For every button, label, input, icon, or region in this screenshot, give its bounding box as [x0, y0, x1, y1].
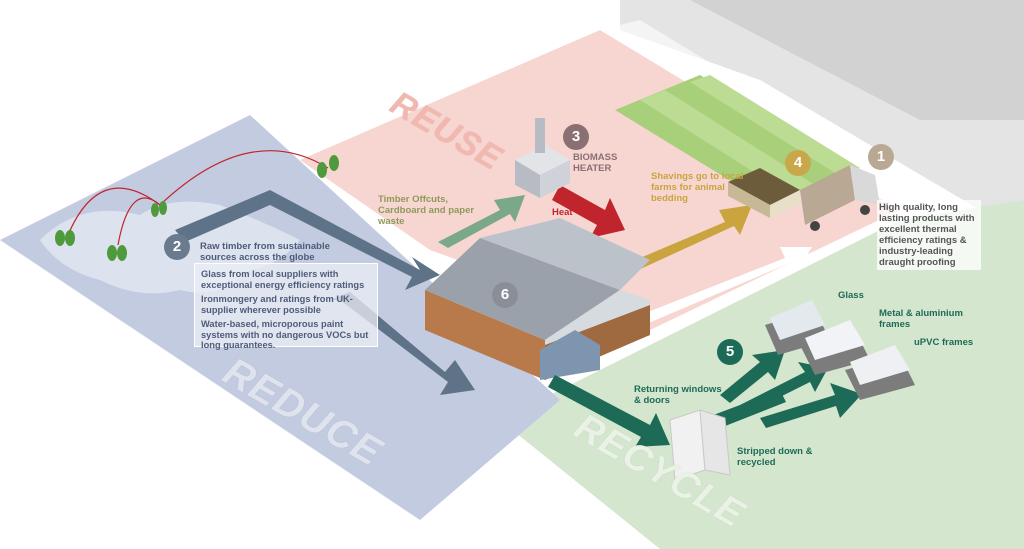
road-surface: [690, 0, 1024, 120]
farm-field-stripe: [640, 90, 815, 195]
ironmongery-text: Ironmongery and ratings from UK-supplier…: [201, 294, 353, 315]
window-frame-icon: [669, 409, 731, 481]
supply-route-2: [117, 197, 161, 246]
paint-text: Water-based, microporous paint systems w…: [201, 319, 369, 350]
offcuts-label: Timber Offcuts, Cardboard and paper wast…: [378, 194, 475, 227]
barn-icon: [728, 168, 800, 218]
glass-label: Glass: [838, 290, 864, 301]
reuse-zone: [300, 30, 900, 330]
biomass-label: BIOMASS HEATER: [573, 152, 618, 174]
factory-icon: [425, 218, 650, 380]
reduce-info-box: Glass from local suppliers with exceptio…: [194, 263, 378, 350]
supply-route-3: [159, 150, 329, 206]
delivery-truck-icon: [800, 165, 880, 231]
shavings-label: Shavings go to local farms for animal be…: [651, 171, 744, 204]
upvc-label: uPVC frames: [914, 337, 974, 348]
supply-route-1: [67, 187, 161, 236]
reduce-arrow-top: [175, 190, 440, 290]
badge-5: 5: [717, 339, 743, 365]
metal-label: Metal & aluminium frames: [879, 308, 963, 330]
heat-label: Heat: [552, 207, 573, 218]
heat-arrow: [552, 185, 625, 238]
quality-label: High quality, long lasting products with…: [877, 200, 981, 270]
recycle-arrow-glass: [720, 350, 785, 403]
badge-1: 1: [868, 144, 894, 170]
reuse-arrow-offcuts: [438, 195, 525, 248]
raw-timber-label: Raw timber from sustainable sources acro…: [200, 241, 330, 263]
farm-field-stripe-2: [690, 75, 860, 176]
tree-icon: [55, 155, 339, 261]
delivery-arrow: [615, 247, 812, 333]
recycle-arrow-upvc: [760, 383, 862, 428]
skip-icon: [765, 300, 915, 400]
badge-6: 6: [492, 282, 518, 308]
badge-3: 3: [563, 124, 589, 150]
returning-label: Returning windows & doors: [634, 384, 722, 406]
badge-4: 4: [785, 150, 811, 176]
recycle-arrow-in: [548, 375, 670, 447]
biomass-heater-icon: [515, 118, 570, 198]
stripped-label: Stripped down & recycled: [737, 446, 813, 468]
badge-2: 2: [164, 234, 190, 260]
glass-supplier-text: Glass from local suppliers with exceptio…: [201, 269, 365, 290]
